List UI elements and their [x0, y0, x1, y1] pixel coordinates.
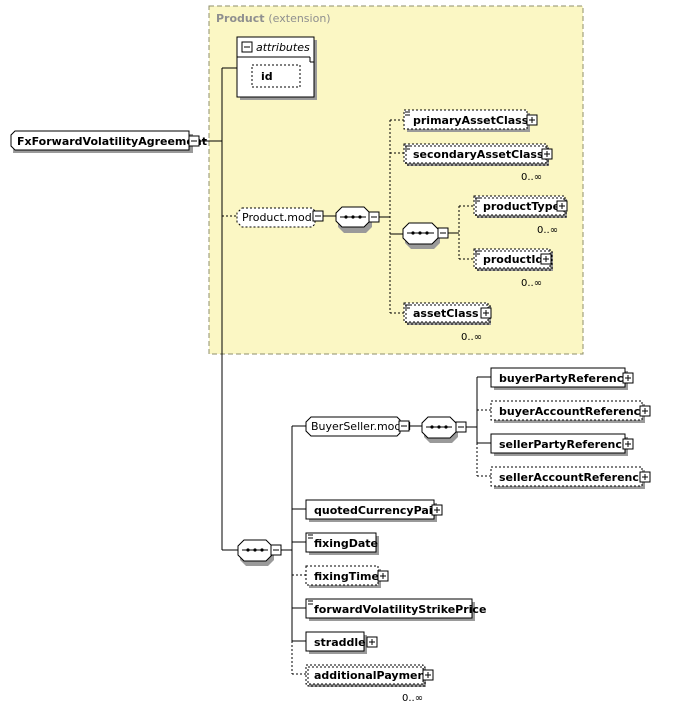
- svg-text:0..∞: 0..∞: [537, 225, 558, 236]
- svg-text:fixingTime: fixingTime: [314, 570, 379, 583]
- svg-text:productType: productType: [483, 200, 560, 213]
- node-asset-class[interactable]: assetClass 0..∞: [403, 302, 492, 343]
- svg-text:forwardVolatilityStrikePrice: forwardVolatilityStrikePrice: [314, 603, 486, 616]
- root-element[interactable]: FxForwardVolatilityAgreement: [10, 130, 207, 153]
- buyer-seller-sequence-compositor[interactable]: [421, 416, 467, 443]
- svg-text:buyerPartyReference: buyerPartyReference: [499, 372, 631, 385]
- extension-title: Product (extension): [216, 12, 331, 25]
- buyer-seller-model-group[interactable]: BuyerSeller.model: [305, 416, 411, 437]
- attribute-id: id: [261, 70, 273, 83]
- svg-text:quotedCurrencyPair: quotedCurrencyPair: [314, 504, 439, 517]
- node-quoted-currency-pair[interactable]: quotedCurrencyPair: [305, 499, 443, 522]
- node-buyer-account-reference[interactable]: buyerAccountReference: [490, 400, 651, 423]
- svg-text:0..∞: 0..∞: [521, 172, 542, 183]
- svg-text:assetClass: assetClass: [413, 307, 479, 320]
- svg-text:0..∞: 0..∞: [461, 332, 482, 343]
- node-additional-payment[interactable]: additionalPayment 0..∞: [305, 664, 434, 704]
- node-primary-asset-class[interactable]: primaryAssetClass: [403, 109, 538, 132]
- node-product-type[interactable]: productType 0..∞: [473, 195, 568, 236]
- svg-text:sellerAccountReference: sellerAccountReference: [499, 471, 646, 484]
- svg-text:straddle: straddle: [314, 636, 366, 649]
- svg-text:secondaryAssetClass: secondaryAssetClass: [413, 148, 544, 161]
- node-secondary-asset-class[interactable]: secondaryAssetClass 0..∞: [403, 143, 553, 183]
- svg-text:additionalPayment: additionalPayment: [314, 669, 431, 682]
- inner-sequence-compositor[interactable]: [402, 222, 449, 249]
- svg-text:0..∞: 0..∞: [521, 278, 542, 289]
- node-fixing-time[interactable]: fixingTime: [305, 565, 389, 588]
- node-seller-party-reference[interactable]: sellerPartyReference: [490, 433, 634, 456]
- svg-text:primaryAssetClass: primaryAssetClass: [413, 114, 529, 127]
- node-seller-account-reference[interactable]: sellerAccountReference: [490, 466, 651, 489]
- svg-text:fixingDate: fixingDate: [314, 537, 378, 550]
- product-model-label: Product.model: [242, 211, 322, 224]
- node-straddle[interactable]: straddle: [305, 631, 378, 654]
- attributes-title: attributes: [256, 41, 310, 54]
- svg-text:productId: productId: [483, 253, 543, 266]
- main-sequence-compositor[interactable]: [237, 539, 282, 566]
- svg-text:0..∞: 0..∞: [402, 693, 423, 704]
- attributes-group: attributes id: [236, 36, 317, 100]
- product-model-group[interactable]: Product.model: [236, 207, 324, 228]
- root-label: FxForwardVolatilityAgreement: [17, 135, 207, 148]
- node-fixing-date[interactable]: fixingDate: [305, 532, 379, 555]
- svg-text:sellerPartyReference: sellerPartyReference: [499, 438, 629, 451]
- buyer-seller-model-label: BuyerSeller.model: [311, 420, 411, 433]
- node-buyer-party-reference[interactable]: buyerPartyReference: [490, 367, 634, 390]
- svg-text:buyerAccountReference: buyerAccountReference: [499, 405, 648, 418]
- node-forward-volatility-strike-price[interactable]: forwardVolatilityStrikePrice: [305, 598, 486, 621]
- node-product-id[interactable]: productId 0..∞: [473, 248, 553, 289]
